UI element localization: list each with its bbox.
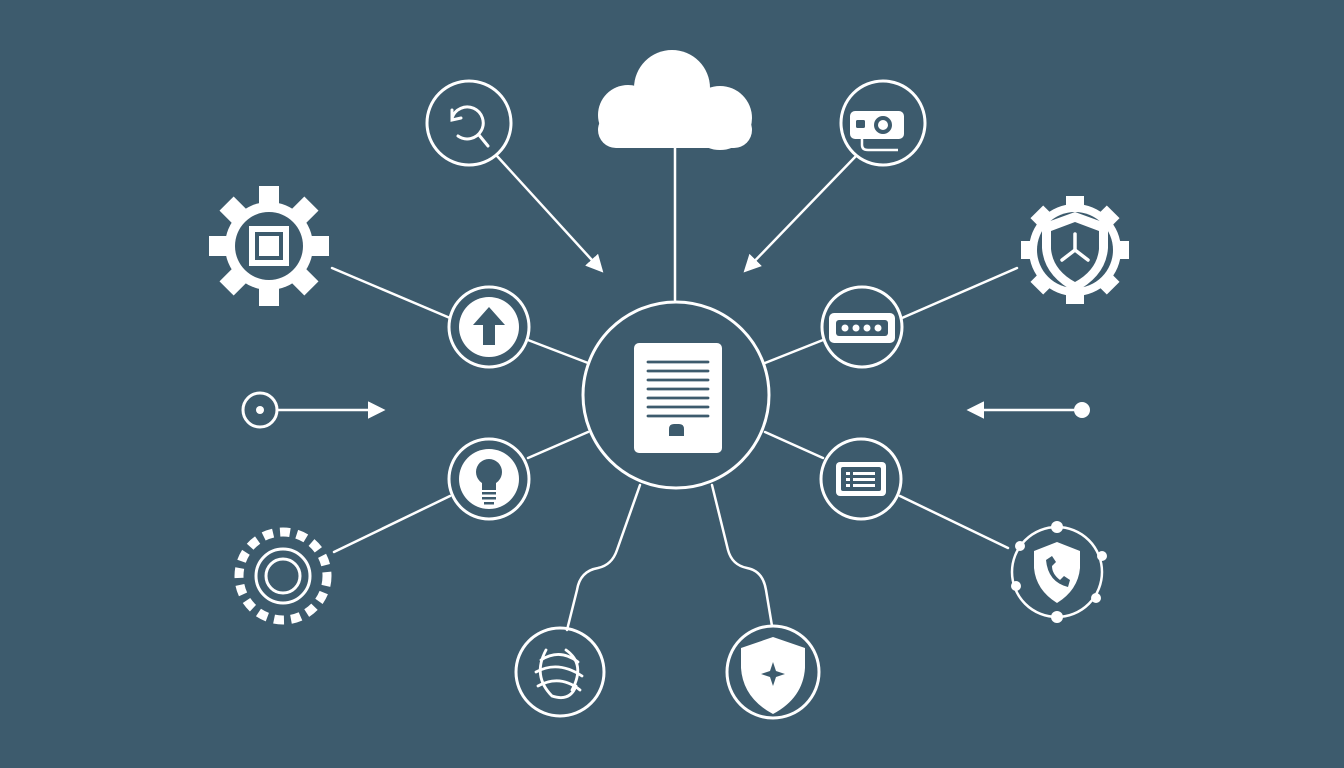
connector-shield-phone — [898, 494, 1010, 550]
output-arrow-icon — [1074, 402, 1090, 418]
connector-globe — [565, 483, 642, 632]
connector-shield-star — [710, 483, 774, 628]
connector-message — [763, 338, 825, 365]
lightbulb-node[interactable] — [447, 437, 531, 521]
connector-shield-gear — [900, 266, 1019, 320]
connector-camera — [743, 154, 858, 273]
lightbulb-icon — [476, 459, 502, 505]
connector-upload — [526, 338, 590, 365]
connector-dashed-gear — [332, 494, 452, 554]
camera-node[interactable] — [839, 79, 927, 167]
connector-lightbulb — [526, 430, 590, 460]
connector-list-card — [763, 430, 825, 460]
connector-refresh-search — [495, 154, 604, 273]
connectors — [275, 146, 1084, 632]
connector-settings-gear — [330, 266, 452, 320]
shield-gear-icon — [1021, 196, 1129, 304]
cloud-icon — [598, 50, 752, 150]
input-arrow-icon — [241, 391, 279, 429]
message-dots-icon — [829, 313, 895, 343]
settings-gear-node[interactable] — [209, 186, 329, 306]
gear-window-icon — [209, 186, 329, 306]
refresh-search-icon — [450, 105, 490, 148]
list-card-node[interactable] — [819, 437, 903, 521]
upload-arrow-icon — [473, 307, 505, 345]
globe-icon — [534, 648, 584, 700]
shield-star-node[interactable] — [725, 624, 821, 720]
dashed-gear-node[interactable] — [234, 527, 332, 625]
list-card-icon — [836, 462, 886, 496]
message-node[interactable] — [820, 285, 904, 369]
input-arrow-right-node[interactable] — [1074, 402, 1090, 418]
shield-gear-node[interactable] — [1021, 196, 1129, 304]
shield-phone-node[interactable] — [1010, 521, 1107, 623]
cloud-node[interactable] — [598, 50, 752, 150]
document-icon — [634, 343, 722, 453]
upload-node[interactable] — [447, 285, 531, 369]
shield-star-icon — [741, 637, 805, 714]
camera-icon — [850, 111, 904, 152]
center-document-node[interactable] — [581, 300, 771, 490]
refresh-search-node[interactable] — [425, 79, 513, 167]
globe-node[interactable] — [514, 626, 606, 718]
input-arrow-left-node[interactable] — [241, 391, 279, 429]
dashed-gear-icon — [234, 527, 332, 625]
shield-phone-icon — [1034, 542, 1080, 603]
